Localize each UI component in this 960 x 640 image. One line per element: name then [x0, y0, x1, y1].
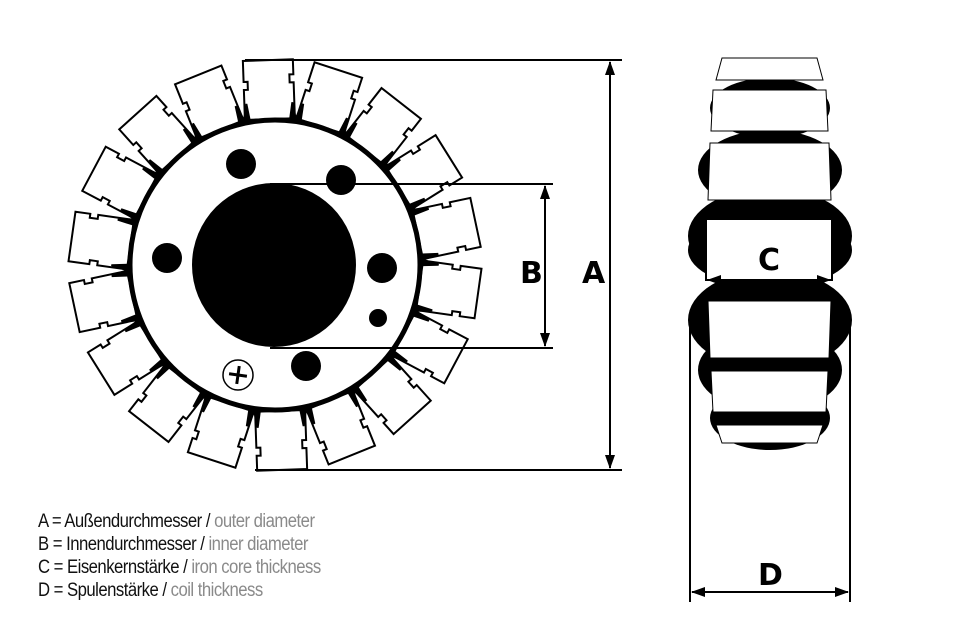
mounting-hole — [291, 351, 321, 381]
legend-english: iron core thickness — [191, 557, 321, 578]
stator-tooth — [303, 387, 377, 466]
legend-english: coil thickness — [170, 580, 264, 601]
legend-english: outer diameter — [214, 511, 315, 532]
stator-tooth — [241, 58, 298, 124]
legend-item-b: B = Innendurchmesser / inner diameter — [38, 533, 321, 556]
stator-front-view — [67, 58, 483, 472]
stator-tooth — [252, 406, 309, 472]
legend-german: A = Außendurchmesser / — [38, 511, 210, 532]
dimension-a — [245, 59, 622, 471]
mounting-hole — [152, 243, 182, 273]
dimension-b — [270, 183, 553, 349]
stator-tooth — [67, 210, 138, 273]
legend: A = Außendurchmesser / outer diameter B … — [38, 510, 321, 602]
legend-english: inner diameter — [208, 534, 308, 555]
stator-tooth — [173, 64, 247, 143]
mounting-hole — [369, 309, 387, 327]
stator-side-view — [688, 57, 852, 450]
dimension-b-label: B — [520, 256, 543, 291]
screw-icon — [222, 359, 254, 391]
mounting-hole — [226, 149, 256, 179]
dimension-d-label: D — [758, 558, 783, 593]
legend-german: D = Spulenstärke / — [38, 580, 167, 601]
center-bore — [192, 183, 356, 347]
legend-item-c: C = Eisenkernstärke / iron core thicknes… — [38, 556, 321, 579]
stator-tooth — [117, 94, 200, 177]
mounting-hole — [326, 165, 356, 195]
dimension-c-label: C — [758, 243, 780, 278]
dimension-d — [689, 320, 851, 602]
legend-german: C = Eisenkernstärke / — [38, 557, 188, 578]
stator-tooth — [412, 257, 483, 320]
mounting-hole — [367, 253, 397, 283]
legend-item-a: A = Außendurchmesser / outer diameter — [38, 510, 321, 533]
legend-item-d: D = Spulenstärke / coil thickness — [38, 579, 321, 602]
dimension-a-label: A — [582, 256, 606, 291]
legend-german: B = Innendurchmesser / — [38, 534, 205, 555]
